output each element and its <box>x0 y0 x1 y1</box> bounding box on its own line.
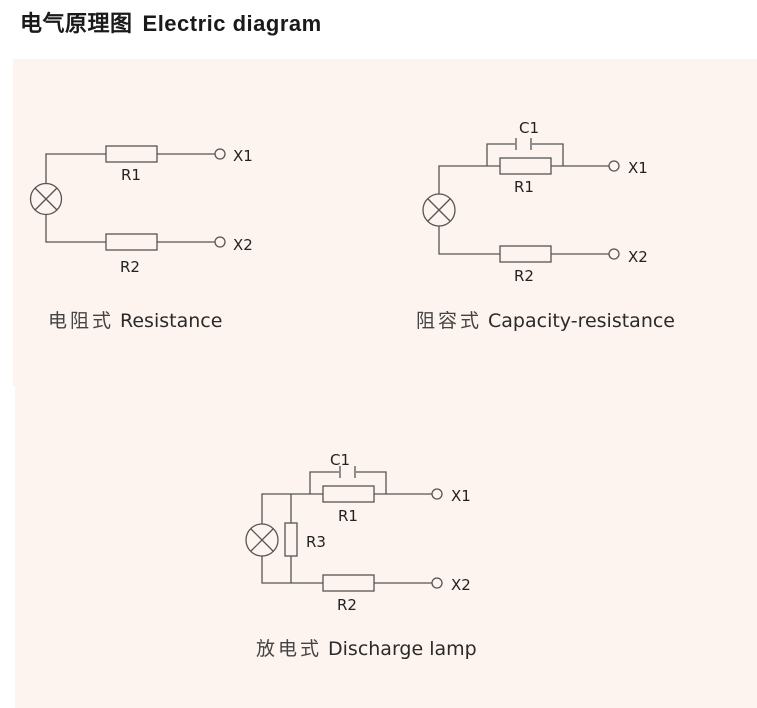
label-r1: R1 <box>514 178 534 196</box>
wire-bottom <box>438 226 500 255</box>
label-x1: X1 <box>628 159 648 177</box>
resistor-r3 <box>284 522 298 557</box>
label-x2: X2 <box>233 236 253 254</box>
resistor-r2 <box>105 233 158 251</box>
label-x1: X1 <box>233 147 253 165</box>
wires <box>438 143 609 255</box>
label-c1: C1 <box>330 451 350 469</box>
wire-c1-left <box>486 143 515 166</box>
label-x1: X1 <box>451 487 471 505</box>
label-x2: X2 <box>451 576 471 594</box>
wire-bottom <box>261 556 323 584</box>
capacitor-c1 <box>339 466 356 478</box>
terminal-x2 <box>608 248 620 260</box>
lamp-icon <box>29 182 63 216</box>
terminal-x2 <box>214 236 226 248</box>
label-r1: R1 <box>121 166 141 184</box>
page-title: 电气原理图 Electric diagram <box>20 6 322 38</box>
resistor-r1 <box>105 145 158 163</box>
resistor-r2 <box>499 245 552 263</box>
page-title-en: Electric diagram <box>142 11 322 36</box>
terminal-x1 <box>431 488 443 500</box>
capacitor-c1 <box>515 138 532 150</box>
wire-top <box>45 153 106 184</box>
label-r2: R2 <box>337 596 357 614</box>
wire-c1-right <box>356 471 387 494</box>
label-r2: R2 <box>514 267 534 285</box>
terminal-x1 <box>608 160 620 172</box>
resistor-r1 <box>499 157 552 175</box>
resistor-r2 <box>322 574 375 592</box>
label-r3: R3 <box>306 533 326 551</box>
wire-c1-right <box>532 143 564 166</box>
resistor-r1 <box>322 485 375 503</box>
label-c1: C1 <box>519 119 539 137</box>
label-r2: R2 <box>120 258 140 276</box>
lamp-icon <box>245 523 279 557</box>
wire-c1-left <box>309 471 339 494</box>
terminal-x1 <box>214 148 226 160</box>
terminal-x2 <box>431 577 443 589</box>
wire-top <box>438 165 500 194</box>
label-r1: R1 <box>338 507 358 525</box>
wire-bottom <box>45 214 106 243</box>
label-x2: X2 <box>628 248 648 266</box>
lamp-icon <box>422 193 456 227</box>
wires <box>45 153 215 243</box>
wires <box>261 471 432 584</box>
diagram-panel-bottom <box>15 386 757 708</box>
wire-top <box>261 493 323 524</box>
diagram-panel-top <box>13 59 757 386</box>
page-title-cn: 电气原理图 <box>20 11 133 36</box>
